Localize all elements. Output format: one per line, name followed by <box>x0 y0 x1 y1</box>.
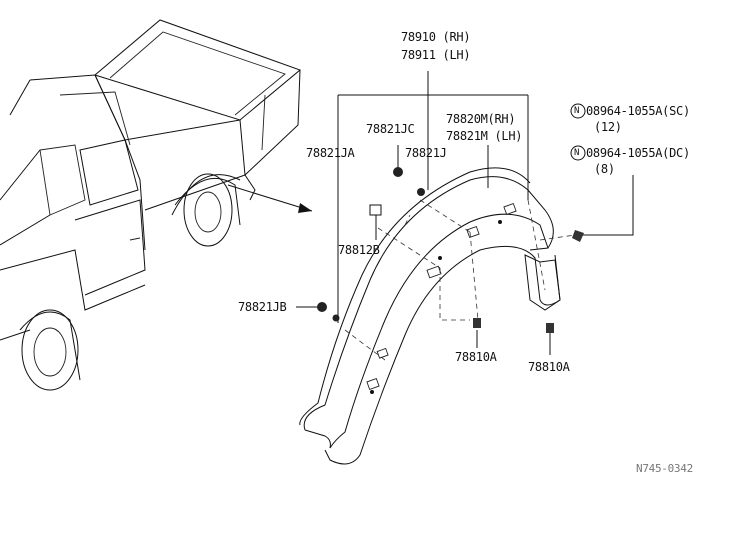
label-78810a-right: 78810A <box>528 360 570 374</box>
label-78910: 78910 (RH) <box>401 30 471 44</box>
diagram-ref-code: N745-0342 <box>636 462 693 475</box>
truck-illustration <box>0 19 313 391</box>
label-78911: 78911 (LH) <box>401 48 471 62</box>
label-78821jc: 78821JC <box>366 122 415 136</box>
label-78821ja: 78821JA <box>306 146 355 160</box>
label-78810a-left: 78810A <box>455 350 497 364</box>
n-circle-icon <box>570 103 586 119</box>
label-08964-sc: 08964-1055A(SC) <box>586 104 690 118</box>
label-08964-dc: 08964-1055A(DC) <box>586 146 690 160</box>
label-n-symbol-dc: N <box>574 148 580 158</box>
label-n-symbol-sc: N <box>574 106 580 116</box>
n-circle-icon <box>570 145 586 161</box>
label-78821j: 78821J <box>405 146 447 160</box>
fender-flare <box>299 167 584 465</box>
label-78812b: 78812B <box>338 243 380 257</box>
label-78821m: 78821M (LH) <box>446 129 523 143</box>
label-78821jb: 78821JB <box>238 300 287 314</box>
label-08964-sc-qty: (12) <box>594 120 622 134</box>
label-78820m: 78820M(RH) <box>446 112 516 126</box>
label-08964-dc-qty: (8) <box>594 162 615 176</box>
leader-lines <box>296 71 634 355</box>
